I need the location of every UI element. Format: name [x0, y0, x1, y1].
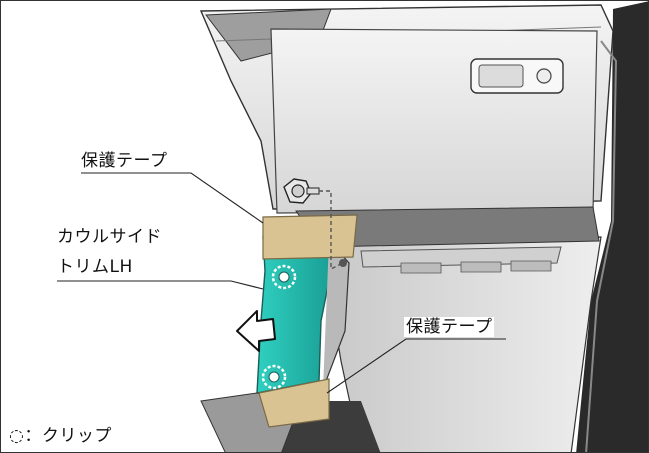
cowl-side-trim-lh	[256, 236, 332, 394]
leader-tape-upper	[81, 172, 264, 224]
glove-box-lid	[270, 28, 598, 214]
protective-tape-upper-shape	[262, 214, 358, 260]
bolt-install-path	[319, 190, 344, 271]
leader-cowl-trim	[57, 280, 264, 290]
clip-legend-text: ：クリップ	[24, 426, 112, 446]
label-cowl-side-trim-line1: カウルサイド	[57, 227, 162, 247]
clip-icon	[271, 264, 297, 290]
glove-box-handle-recess	[478, 64, 524, 88]
label-protective-tape-upper: 保護テープ	[81, 151, 168, 171]
dash-lower-bracket-2	[400, 260, 552, 274]
label-cowl-side-trim-line2: トリムLH	[57, 257, 133, 277]
clip-legend: ◌：クリップ	[7, 426, 114, 446]
removal-direction-arrow-icon	[236, 310, 276, 352]
clip-legend-symbol: ◌	[9, 426, 25, 446]
protective-tape-lower-shape	[258, 378, 330, 428]
glove-box-lock	[536, 68, 552, 84]
bolt-icon	[283, 178, 320, 204]
bolt-hole	[339, 259, 347, 267]
label-protective-tape-lower: 保護テープ	[404, 317, 495, 337]
clip-icon	[261, 364, 287, 390]
leader-tape-lower	[326, 338, 506, 394]
door-edge-highlight	[585, 40, 618, 452]
